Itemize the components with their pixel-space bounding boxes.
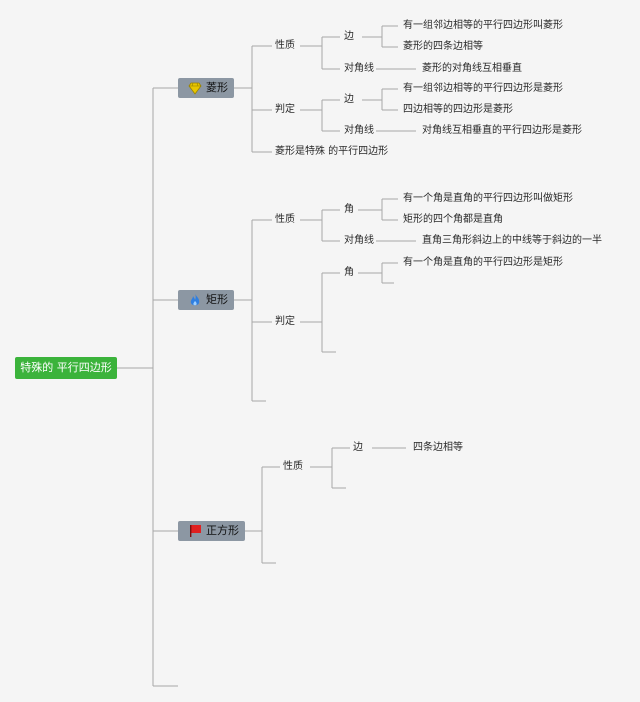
rhombus-criterion-side-1[interactable]: 有一组邻边相等的平行四边形是菱形 xyxy=(403,83,563,94)
topic-rhombus-label: 菱形 xyxy=(206,81,228,94)
rectangle-criteria-label[interactable]: 判定 xyxy=(275,316,295,327)
topic-rectangle-label: 矩形 xyxy=(206,293,228,306)
root-topic[interactable]: 特殊的 平行四边形 xyxy=(15,357,117,379)
rhombus-properties-label[interactable]: 性质 xyxy=(275,40,295,51)
rectangle-property-angle-2[interactable]: 矩形的四个角都是直角 xyxy=(403,214,503,225)
rhombus-properties-diagonals-label[interactable]: 对角线 xyxy=(344,63,374,74)
topic-rhombus[interactable]: 菱形 xyxy=(178,78,234,98)
rhombus-property-diagonal-1[interactable]: 菱形的对角线互相垂直 xyxy=(422,63,522,74)
rectangle-properties-label[interactable]: 性质 xyxy=(275,214,295,225)
rhombus-criteria-sides-label[interactable]: 边 xyxy=(344,94,354,105)
rhombus-property-side-2[interactable]: 菱形的四条边相等 xyxy=(403,41,483,52)
rhombus-criteria-diagonals-label[interactable]: 对角线 xyxy=(344,125,374,136)
rectangle-properties-angles-label[interactable]: 角 xyxy=(344,204,354,215)
rhombus-property-side-1[interactable]: 有一组邻边相等的平行四边形叫菱形 xyxy=(403,20,563,31)
diamond-icon xyxy=(188,82,202,95)
rhombus-note[interactable]: 菱形是特殊 的平行四边形 xyxy=(275,146,389,157)
topic-square[interactable]: 正方形 xyxy=(178,521,245,541)
topic-square-label: 正方形 xyxy=(206,524,239,537)
rhombus-properties-sides-label[interactable]: 边 xyxy=(344,31,354,42)
rectangle-property-diagonal-1[interactable]: 直角三角形斜边上的中线等于斜边的一半 xyxy=(422,235,602,246)
rectangle-criterion-angle-1[interactable]: 有一个角是直角的平行四边形是矩形 xyxy=(403,257,563,268)
square-properties-sides-label[interactable]: 边 xyxy=(353,442,363,453)
flame-icon xyxy=(190,294,200,306)
rhombus-criteria-label[interactable]: 判定 xyxy=(275,104,295,115)
square-properties-label[interactable]: 性质 xyxy=(283,461,303,472)
rhombus-criterion-side-2[interactable]: 四边相等的四边形是菱形 xyxy=(403,104,513,115)
rectangle-criteria-angles-label[interactable]: 角 xyxy=(344,267,354,278)
topic-rectangle[interactable]: 矩形 xyxy=(178,290,234,310)
square-property-side-1[interactable]: 四条边相等 xyxy=(413,442,463,453)
rectangle-property-angle-1[interactable]: 有一个角是直角的平行四边形叫做矩形 xyxy=(403,193,573,204)
root-topic-label: 特殊的 平行四边形 xyxy=(20,361,112,374)
rhombus-criterion-diagonal-1[interactable]: 对角线互相垂直的平行四边形是菱形 xyxy=(422,125,582,136)
flag-icon xyxy=(190,525,201,537)
rectangle-properties-diagonals-label[interactable]: 对角线 xyxy=(344,235,374,246)
